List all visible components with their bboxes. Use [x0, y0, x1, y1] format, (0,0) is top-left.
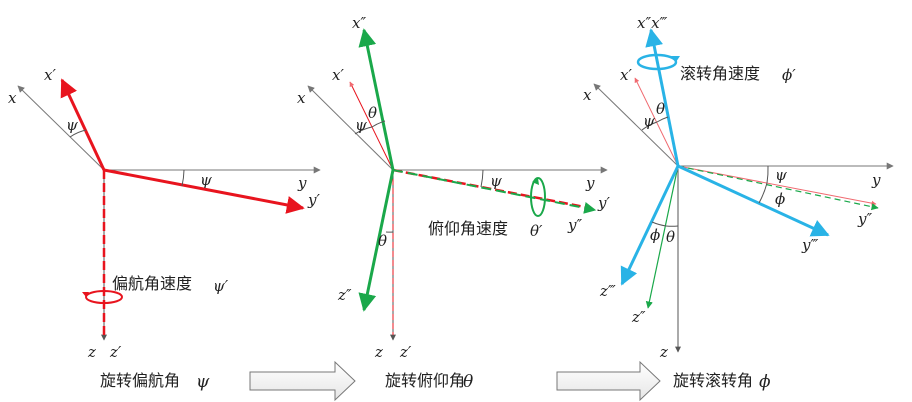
panel-yaw: x x′ y y′ ψ ψ 偏航角速度 ψ′ z z′	[8, 66, 321, 361]
roll-rate-symbol: ϕ′	[782, 66, 796, 84]
roll-rate-label: 滚转角速度	[680, 64, 760, 83]
angle-psi-right: ψ	[200, 171, 212, 189]
pitch-rate-symbol: θ′	[530, 222, 543, 240]
pitch-rate-arrowhead	[532, 178, 539, 185]
label-y-prime: y′	[597, 194, 610, 212]
label-z: z	[659, 343, 668, 361]
caption-pitch: 旋转俯仰角	[385, 371, 465, 390]
label-z: z	[374, 343, 383, 361]
angle-theta-bottom: θ	[666, 228, 675, 246]
angle-arc-phi-right	[758, 182, 768, 204]
axis-y-triple-prime	[677, 164, 830, 237]
angle-arc-psi-top	[354, 126, 373, 135]
axis-y-double-prime	[677, 165, 879, 211]
caption-roll: 旋转滚转角	[673, 371, 753, 390]
label-z-prime: z′	[109, 343, 122, 361]
label-x-double-prime: x″	[352, 14, 366, 32]
axis-x	[17, 85, 105, 171]
angle-theta-bottom: θ	[378, 232, 387, 250]
angle-psi-top: ψ	[66, 116, 78, 134]
label-y: y	[585, 174, 595, 192]
label-z-prime: z′	[399, 343, 412, 361]
label-z-double-prime: z″	[337, 286, 352, 304]
angle-psi-right: ψ	[490, 172, 502, 190]
label-z: z	[87, 343, 96, 361]
label-y-double-prime: y″	[567, 216, 582, 234]
caption-pitch-symbol: θ	[463, 372, 473, 392]
caption-yaw-symbol: ψ	[196, 372, 210, 392]
angle-arc-psi-right	[480, 169, 484, 188]
angle-arc-psi-top	[69, 129, 87, 138]
label-y: y	[871, 171, 881, 189]
axis-z-double-prime	[645, 165, 679, 309]
label-x: x	[8, 89, 17, 107]
label-z-double-prime: z″	[631, 308, 646, 326]
angle-theta-top: θ	[656, 100, 665, 118]
yaw-rate-symbol: ψ′	[213, 277, 229, 295]
label-x: x	[297, 89, 306, 107]
label-z-triple-prime: z‴	[599, 282, 616, 300]
angle-arc-psi-top	[641, 121, 658, 131]
angle-arc-theta-top	[656, 116, 669, 123]
yaw-rate-arrowhead	[82, 292, 89, 297]
axis-y-double-prime	[392, 169, 597, 214]
angle-arc-psi-right	[766, 165, 769, 184]
angle-theta-top: θ	[368, 104, 377, 122]
label-x-prime: x′	[44, 66, 56, 84]
label-x-prime: x′	[332, 66, 344, 84]
angle-psi-right: ψ	[775, 166, 787, 184]
flow-arrow-1	[249, 360, 356, 402]
yaw-rate-label: 偏航角速度	[112, 274, 192, 293]
angle-psi-top: ψ	[355, 116, 367, 134]
label-y: y	[297, 174, 307, 192]
roll-rate-arrowhead	[671, 56, 680, 62]
axis-x-double-prime	[358, 28, 395, 171]
axis-x-triple-prime	[645, 28, 680, 167]
panel-roll: x″x‴ 滚转角速度 ϕ′ x′ x ψ θ ψ ϕ y y″ y‴ ϕ θ z…	[583, 14, 894, 361]
label-x-double-triple-prime: x″x‴	[637, 14, 668, 32]
panel-pitch: x″ x′ x ψ θ ψ y y′ y″ 俯仰角速度 θ′ θ z″ z z′	[297, 14, 610, 361]
angle-psi-top: ψ	[643, 112, 655, 130]
label-x-prime: x′	[620, 66, 632, 84]
angle-phi-right: ϕ	[775, 190, 785, 208]
label-x: x	[583, 86, 592, 104]
angle-arc-phi-bottom	[651, 221, 667, 227]
flow-arrow-2	[556, 360, 661, 402]
label-y-double-prime: y″	[857, 210, 872, 228]
axis-x-prime	[60, 78, 106, 171]
axis-x	[593, 83, 679, 167]
label-y-triple-prime: y‴	[801, 236, 818, 254]
axis-z-double-prime	[358, 169, 395, 312]
axis-x-prime	[349, 81, 394, 171]
axis-x	[307, 85, 394, 171]
caption-yaw: 旋转偏航角	[100, 371, 180, 390]
axis-z-triple-prime	[620, 165, 680, 286]
label-y-prime: y′	[307, 191, 320, 209]
angle-arc-psi-right	[181, 169, 185, 187]
pitch-rate-label: 俯仰角速度	[428, 219, 508, 238]
caption-roll-symbol: ϕ	[759, 372, 771, 392]
axis-y-prime	[103, 168, 305, 214]
angle-arc-theta-top	[371, 120, 386, 128]
angle-phi-bottom: ϕ	[650, 226, 660, 244]
